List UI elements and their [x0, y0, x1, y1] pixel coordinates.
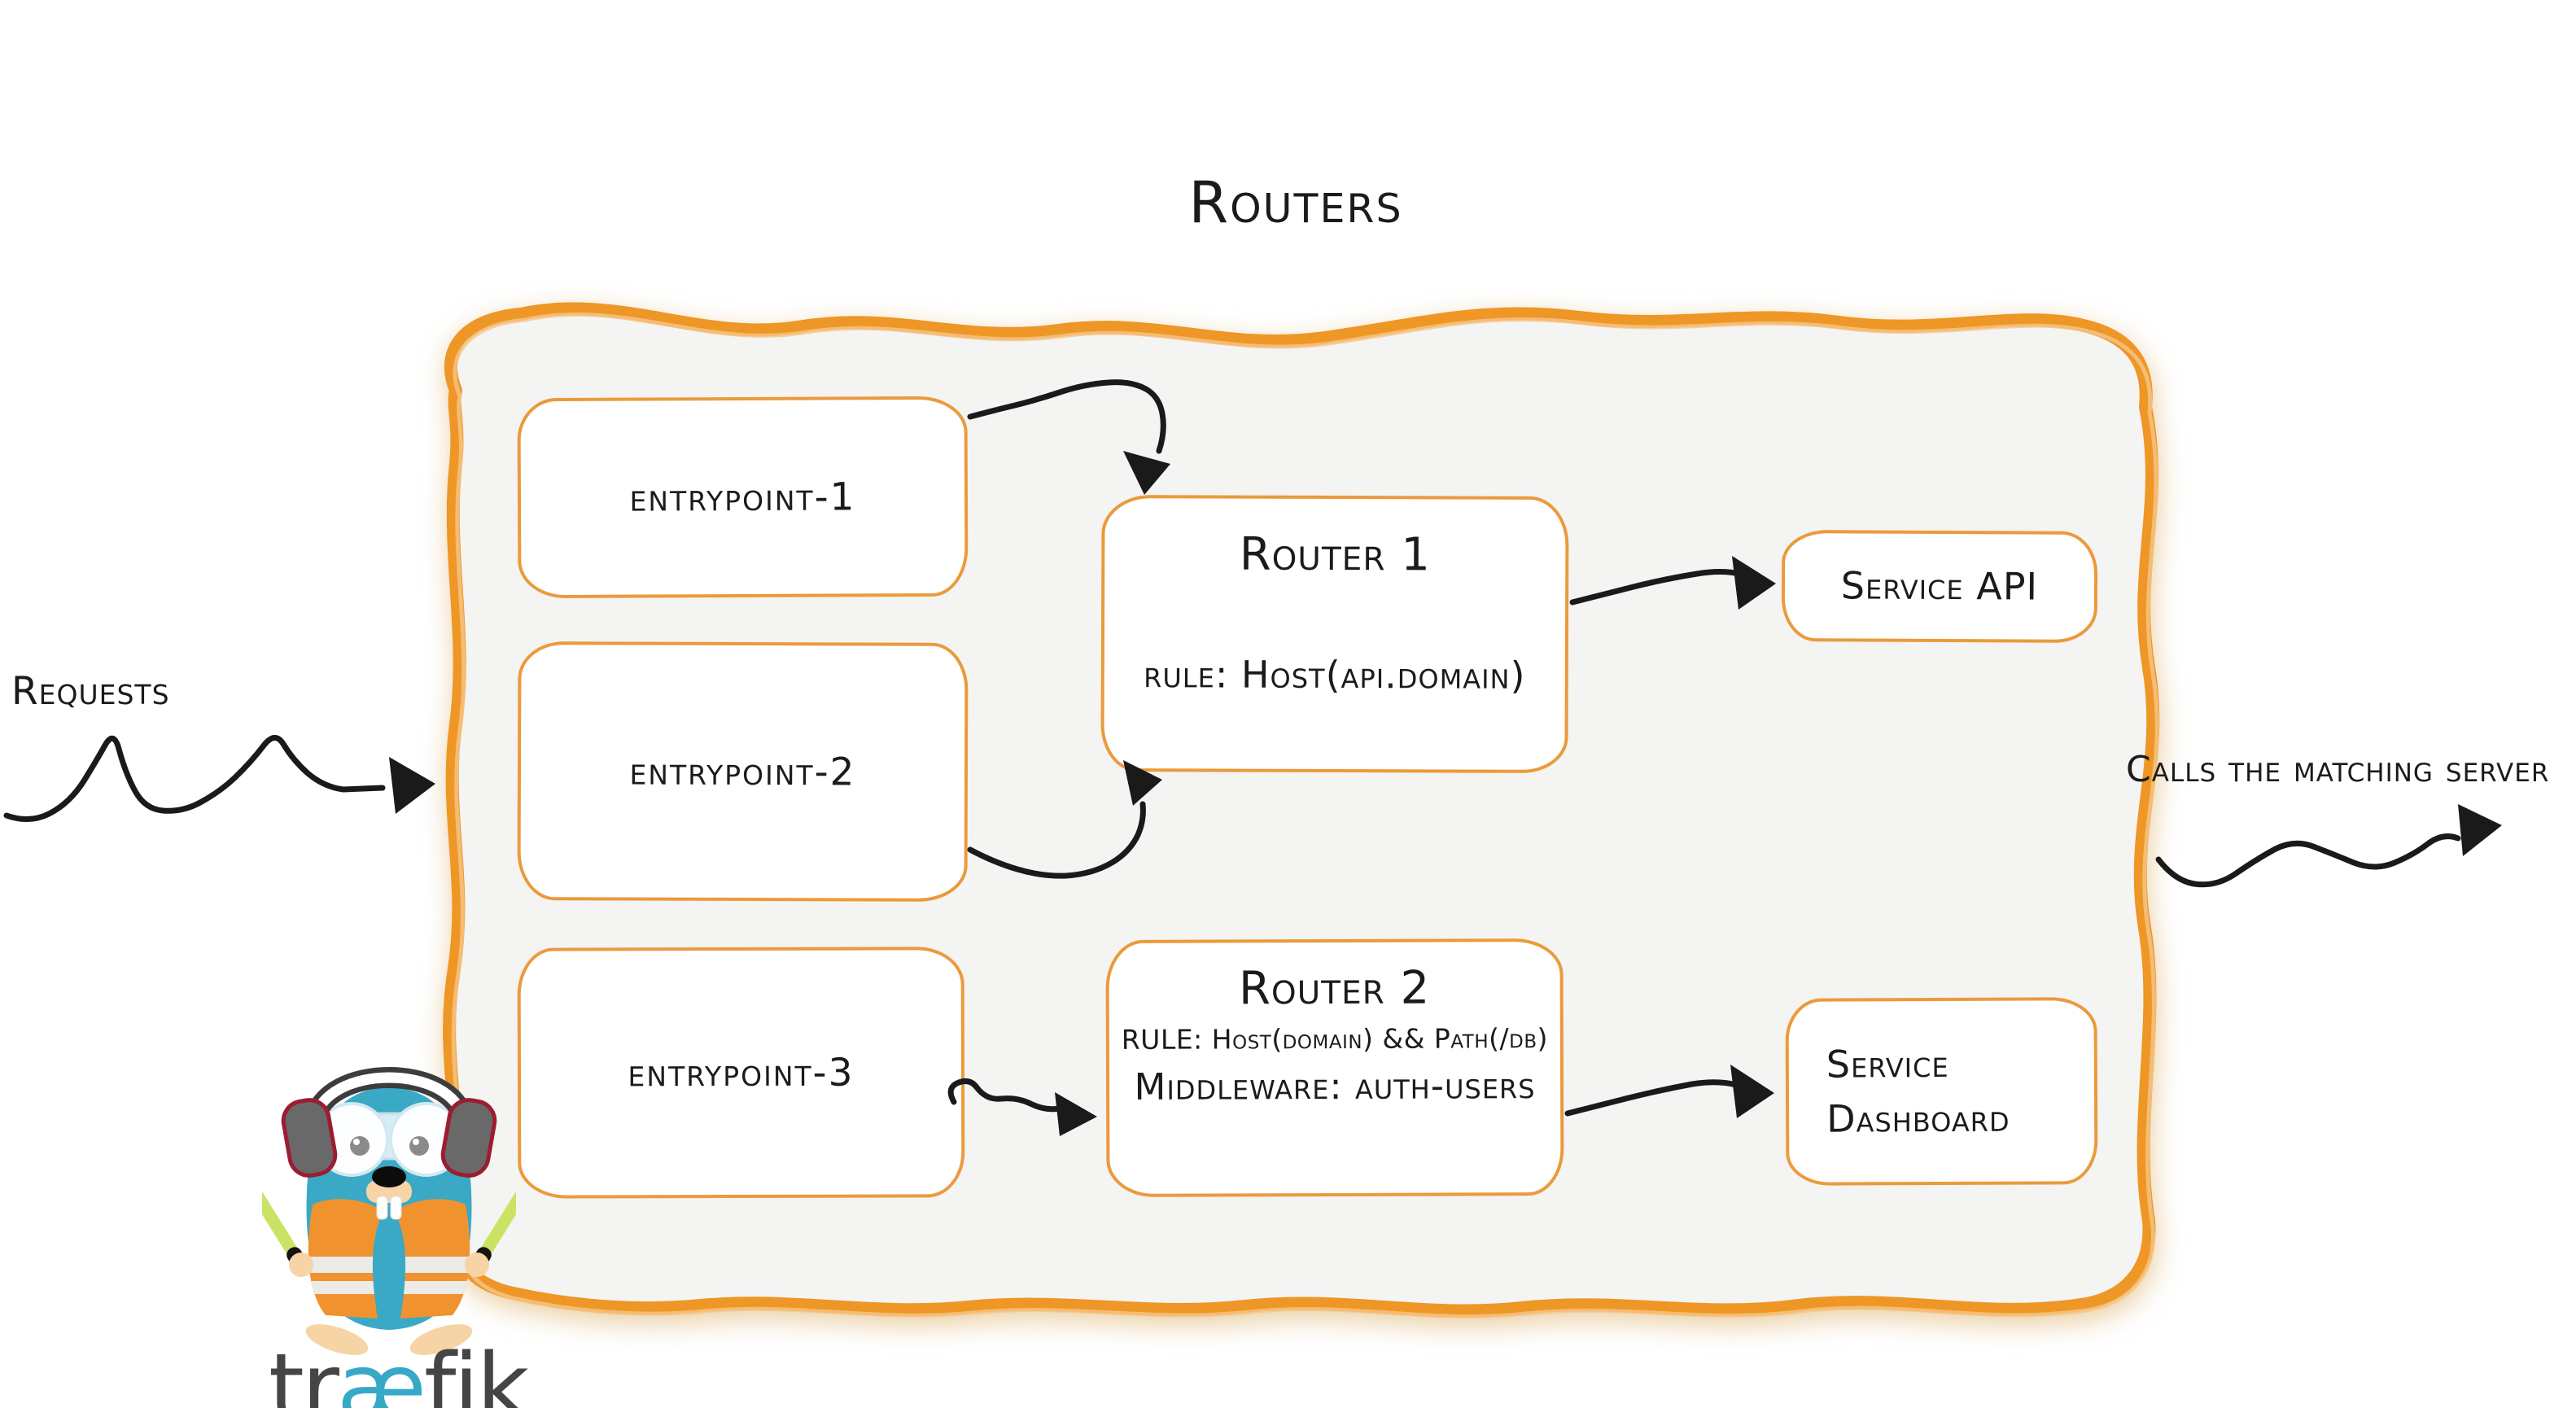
gopher-pupil-left: [350, 1136, 370, 1156]
gopher-hand-left: [289, 1253, 313, 1277]
entrypoint3-arrowhead: [1055, 1092, 1097, 1136]
entrypoint3-to-router2-arrow: [947, 1078, 1063, 1113]
requests-label: Requests: [11, 669, 170, 714]
entrypoint2-to-router1-arrow: [967, 801, 1146, 879]
router2-arrowhead: [1730, 1065, 1774, 1118]
requests-arrowhead: [389, 757, 435, 814]
router-2-rule: RULE: Host(domain) && Path(/db): [1121, 1022, 1549, 1056]
gopher-pupil-right: [409, 1136, 429, 1156]
router-1-box: Router 1 rule: Host(api.domain): [1100, 494, 1569, 774]
gopher-hand-right: [465, 1253, 489, 1277]
calls-arrowhead: [2458, 804, 2502, 856]
router1-to-service-api-arrow: [1569, 569, 1743, 606]
calls-matching-server-arrow: [2155, 833, 2461, 888]
service-api-label: Service API: [1840, 563, 2039, 609]
gopher-nose: [372, 1166, 406, 1187]
gopher-foot-right: [409, 1324, 473, 1355]
entrypoint-1-box: entrypoint-1: [517, 396, 969, 599]
gopher-tooth-right: [390, 1196, 402, 1220]
wordmark-tr: tr: [269, 1335, 339, 1408]
router-2-title: Router 2: [1238, 961, 1431, 1016]
service-api-box: Service API: [1781, 529, 2098, 644]
page-title: Routers: [1188, 169, 1403, 236]
router-1-rule: rule: Host(api.domain): [1144, 652, 1526, 697]
gopher-tooth-left: [376, 1196, 388, 1220]
traefik-gopher-logo: [262, 1067, 516, 1355]
router1-arrowhead: [1732, 556, 1776, 610]
entrypoint-3-label: entrypoint-3: [628, 1050, 855, 1095]
service-dashboard-label-line2: Dashboard: [1826, 1095, 2010, 1141]
wordmark-fik: fik: [423, 1335, 529, 1408]
service-dashboard-box: Service Dashboard: [1785, 997, 2098, 1186]
requests-arrow: [3, 735, 386, 822]
service-dashboard-label-line1: Service: [1826, 1042, 1949, 1087]
gopher-foot-left: [305, 1324, 369, 1355]
entrypoint-1-label: entrypoint-1: [629, 474, 856, 521]
entrypoint1-arrowhead: [1123, 451, 1170, 495]
entrypoint1-to-router1-arrow: [967, 379, 1166, 454]
entrypoint-2-box: entrypoint-2: [517, 641, 969, 902]
router-1-title: Router 1: [1239, 527, 1432, 582]
router-2-box: Router 2 RULE: Host(domain) && Path(/db)…: [1105, 938, 1564, 1197]
traefik-wordmark: træfik: [269, 1335, 529, 1408]
entrypoint-3-box: entrypoint-3: [517, 947, 965, 1199]
entrypoint-2-label: entrypoint-2: [629, 749, 856, 794]
wordmark-ae: æ: [336, 1335, 426, 1408]
router2-to-service-dashboard-arrow: [1564, 1079, 1739, 1117]
calls-label: Calls the matching server: [2126, 749, 2550, 790]
router-2-middleware: Middleware: auth-users: [1134, 1064, 1536, 1108]
gopher-muzzle: [366, 1180, 412, 1203]
gopher-earcup-left: [281, 1098, 338, 1178]
